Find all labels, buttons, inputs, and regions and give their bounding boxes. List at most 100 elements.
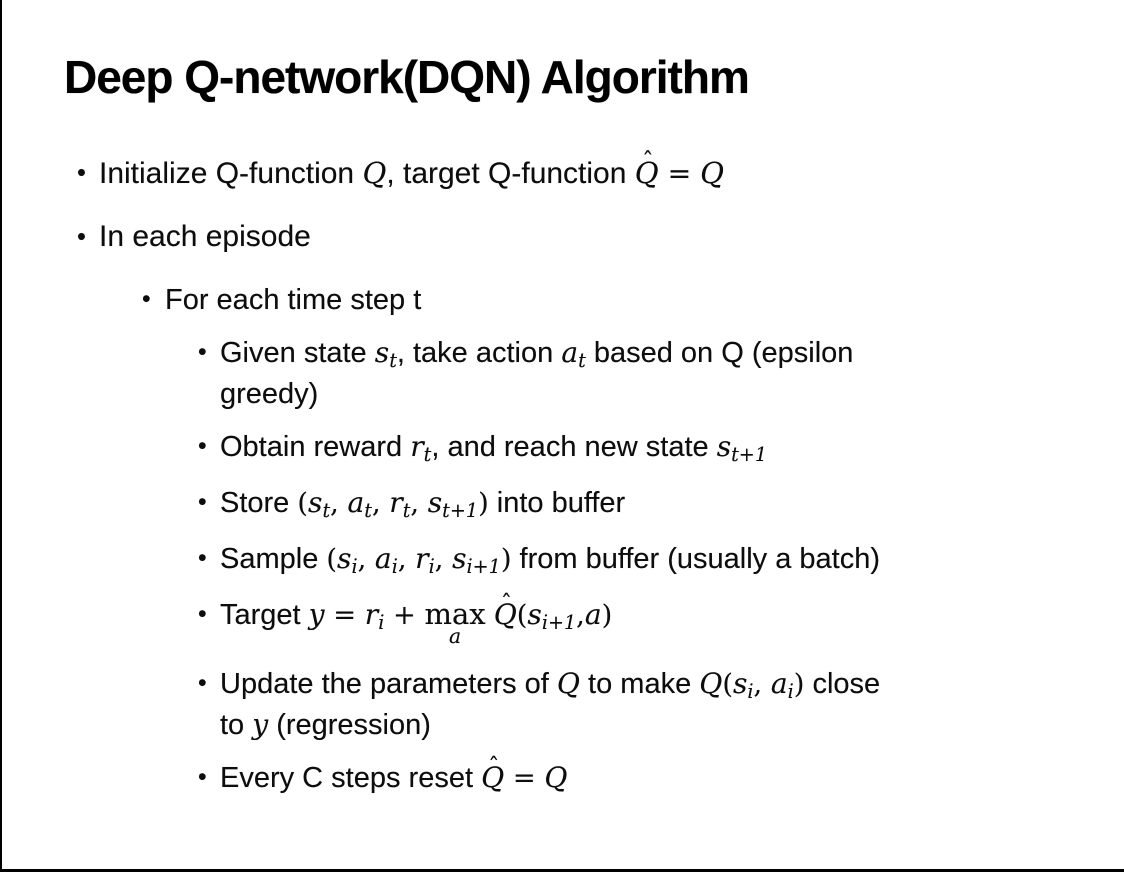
text-segment: Target [220, 599, 309, 631]
text-segment: Initialize Q-function [99, 157, 363, 190]
math-segment: Q [700, 156, 725, 190]
hat-accent: ˆ [488, 754, 500, 781]
bullet-text: Obtain reward rt, and reach new state st… [220, 428, 767, 469]
math-segment: a [770, 667, 788, 700]
math-segment: i [391, 555, 398, 579]
text-segment: based on Q (epsilon [585, 337, 854, 369]
max-word: max [424, 597, 486, 631]
math-segment: t [402, 499, 411, 523]
text-segment: to make [579, 668, 700, 700]
math-segment: Q [362, 156, 387, 190]
bullet-item: •Initialize Q-function Q, target Q-funct… [2, 148, 1124, 193]
text-segment: Sample [220, 543, 327, 575]
math-segment: = [658, 157, 701, 190]
bullet-dot-icon: • [142, 286, 151, 313]
math-segment: ) [601, 600, 613, 631]
math-symbol: Q [481, 761, 505, 794]
text-segment: to [220, 709, 253, 741]
bullet-dot-icon: • [198, 433, 207, 460]
bullet-item: • In each episode [2, 218, 1124, 256]
text-segment: (regression) [268, 709, 431, 741]
math-segment: , [397, 544, 416, 575]
text-segment: For each time step t [165, 284, 422, 316]
bullet-text: Given state st, take action at based on … [220, 334, 853, 413]
math-segment: y [308, 598, 325, 631]
math-segment: , [576, 600, 585, 631]
text-segment: , target Q-function [386, 157, 635, 190]
math-segment: s [716, 430, 732, 463]
math-segment: r [415, 542, 429, 575]
math-segment: s [308, 486, 323, 519]
math-segment: , [357, 544, 375, 575]
text-segment [486, 599, 494, 631]
math-segment: t [578, 349, 586, 373]
hat-accent: ˆ [642, 147, 654, 175]
bullet-text: Update the parameters of Q to make Q(si,… [220, 665, 880, 744]
math-segment: ) [793, 669, 805, 700]
math-segment: + [384, 600, 425, 631]
bullet-item: •Store (st, at, rt, st+1) into buffer [2, 484, 1124, 525]
bullet-text: Initialize Q-function Q, target Q-functi… [99, 148, 725, 193]
math-segment: t [389, 349, 397, 373]
bullet-text: Sample (si, ai, ri, si+1) from buffer (u… [220, 540, 880, 581]
math-segment: a [347, 486, 365, 519]
math-segment: a [374, 542, 392, 575]
math-segment: ( [326, 544, 338, 575]
math-segment: r [364, 598, 379, 631]
text-segment: Update the parameters of [220, 668, 557, 700]
bullet-item: •Update the parameters of Q to make Q(si… [2, 665, 1124, 744]
bullet-item: • Given state st, take action at based on… [2, 334, 1124, 413]
math-segment: Q [699, 667, 723, 700]
text-segment: In each episode [99, 220, 311, 253]
bullet-item: •Obtain reward rt, and reach new state s… [2, 428, 1124, 469]
math-segment: i+1 [541, 611, 577, 635]
slide-title: Deep Q-network(DQN) Algorithm [64, 51, 750, 103]
math-segment: s [337, 542, 352, 575]
text-segment: Every C steps reset [220, 762, 482, 794]
bullet-dot-icon: • [198, 764, 207, 791]
math-segment: s [527, 598, 542, 631]
math-symbol: Q [634, 156, 659, 190]
bullet-item: •Sample (si, ai, ri, si+1) from buffer (… [2, 540, 1124, 581]
math-segment: i [378, 611, 385, 635]
math-segment: , [330, 488, 348, 519]
math-symbol: Q [493, 598, 517, 631]
math-segment: t [364, 499, 372, 523]
math-segment: s [374, 336, 390, 369]
text-segment: Given state [220, 337, 375, 369]
bullet-text: Store (st, at, rt, st+1) into buffer [220, 484, 625, 525]
math-segment: , [410, 488, 428, 519]
math-segment: ( [297, 488, 309, 519]
math-segment: y [252, 708, 269, 741]
bullet-item: • For each time step t [2, 281, 1124, 319]
math-segment: ) [500, 544, 512, 575]
math-segment: Q [544, 761, 568, 794]
text-segment: close [804, 668, 881, 700]
text-segment: from buffer (usually a batch) [511, 543, 881, 575]
text-segment: greedy) [220, 378, 319, 410]
hat-accent: ˆ [500, 591, 512, 618]
math-segment: r [410, 430, 424, 463]
math-segment: , [753, 669, 771, 700]
bullet-dot-icon: • [198, 545, 207, 572]
math-segment: i+1 [466, 555, 501, 579]
math-segment: , [371, 488, 390, 519]
math-segment: s [452, 542, 467, 575]
math-segment: t+1 [731, 443, 768, 467]
text-segment: Store [220, 487, 298, 519]
math-segment: , [434, 544, 453, 575]
math-segment: ( [516, 600, 528, 631]
bullet-dot-icon: • [198, 601, 207, 628]
math-segment: t [423, 443, 432, 467]
bullet-dot-icon: • [198, 339, 207, 366]
bullet-dot-icon: • [77, 159, 86, 187]
bullet-dot-icon: • [77, 223, 86, 251]
bullet-text: For each time step t [165, 281, 421, 319]
